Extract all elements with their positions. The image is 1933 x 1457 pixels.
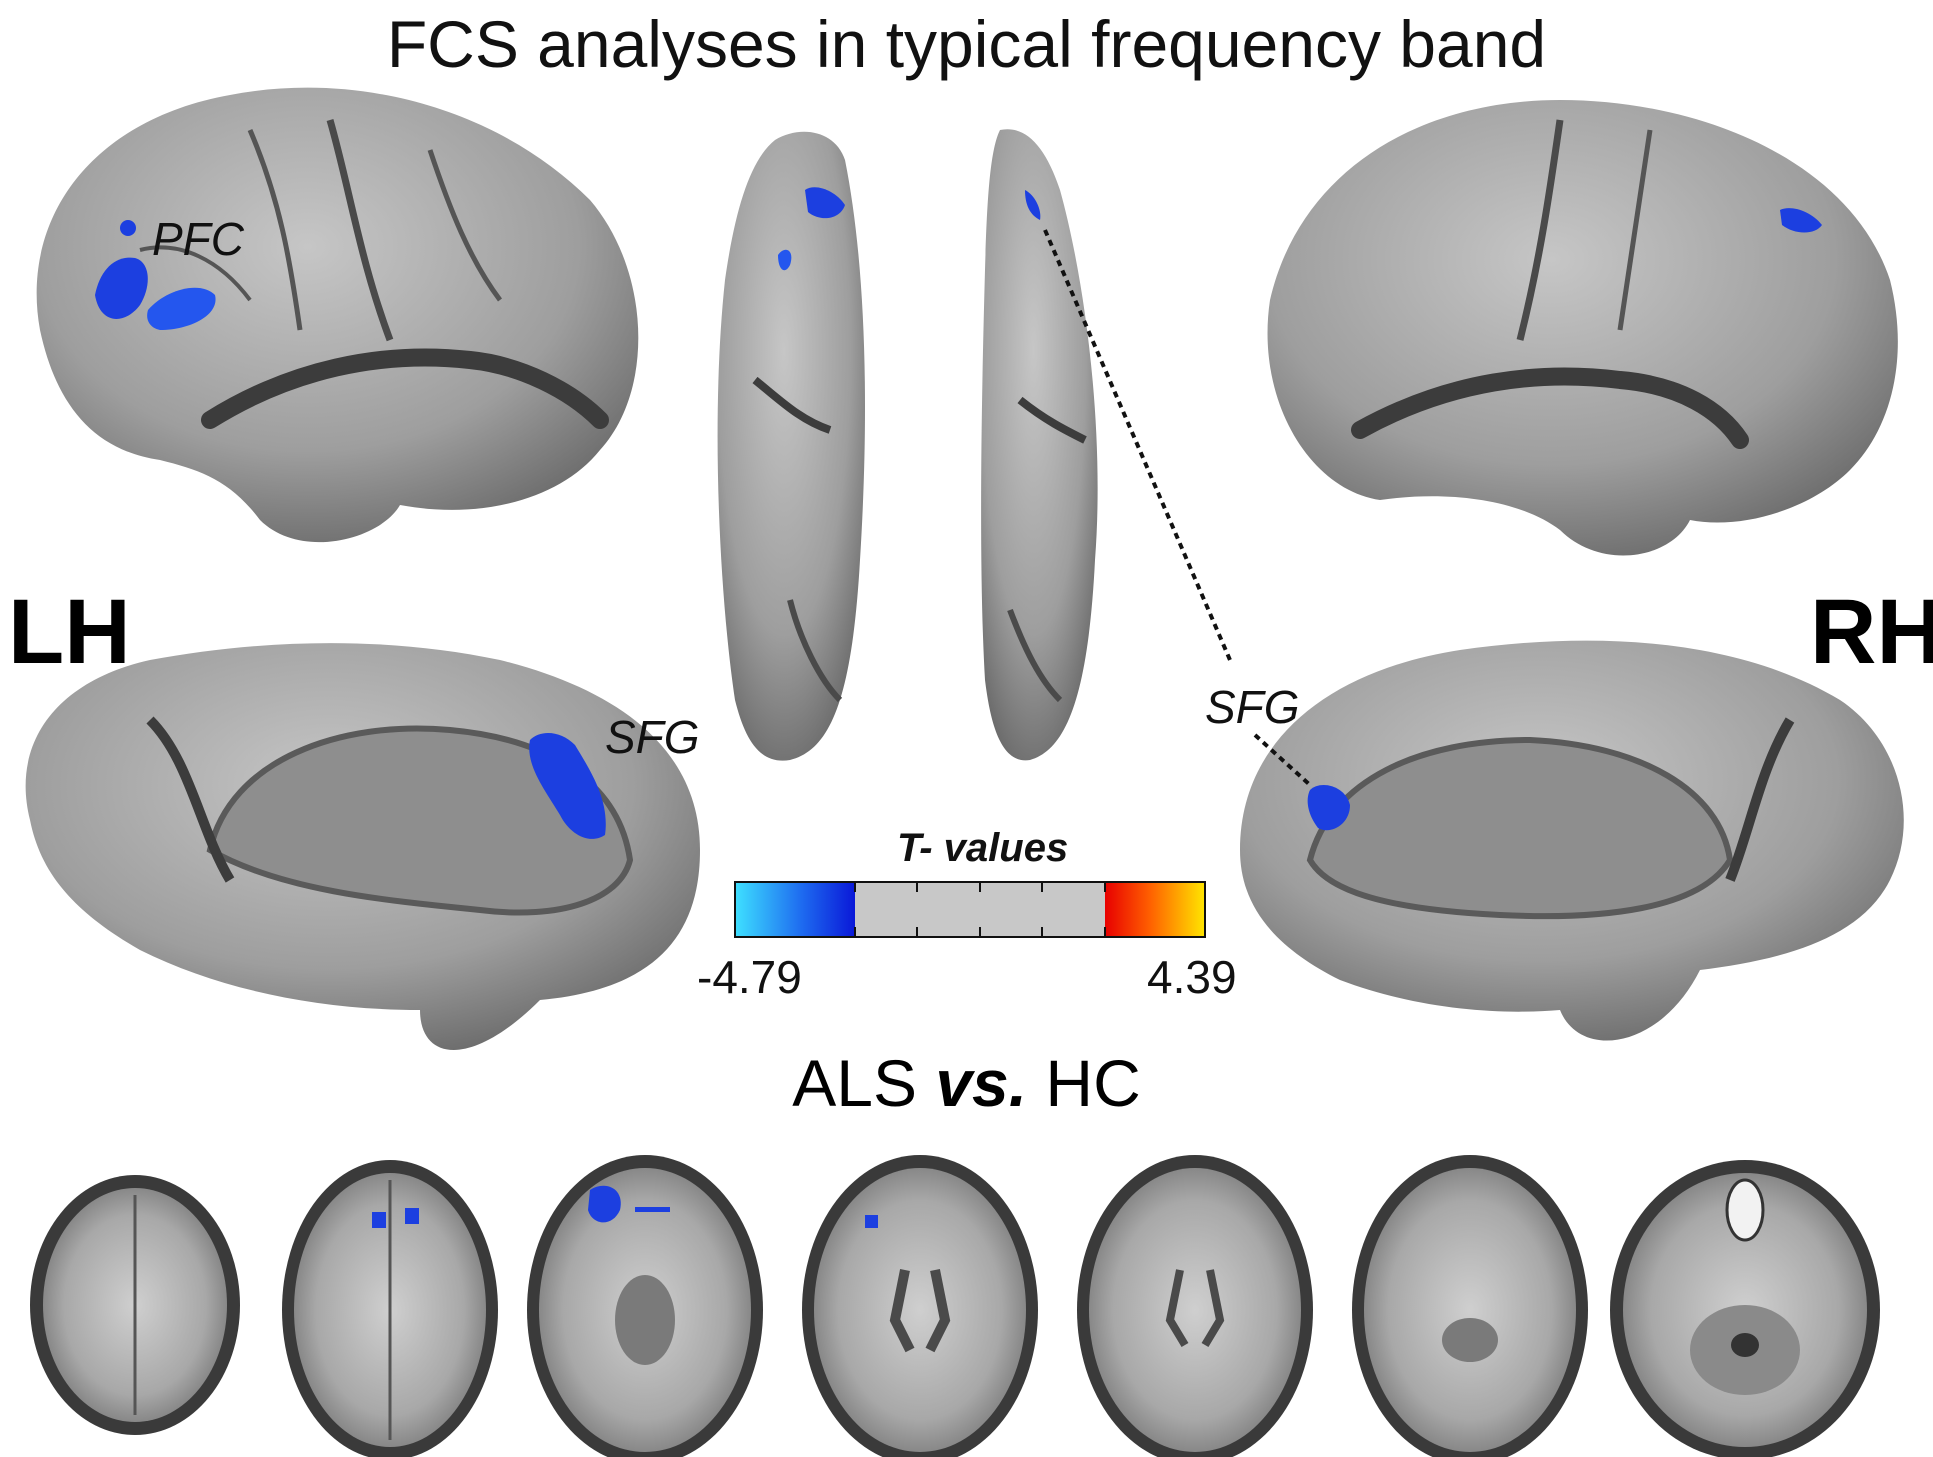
pfc-label: PFC	[152, 213, 244, 265]
sfg-left-activation	[529, 733, 606, 839]
axial-slices	[30, 1155, 1880, 1457]
left-lateral-hemisphere	[36, 87, 639, 543]
figure-title: FCS analyses in typical frequency band	[386, 7, 1547, 81]
axial-slice-5	[1077, 1155, 1313, 1457]
axial-slice-7	[1610, 1160, 1880, 1457]
right-lateral-activation	[1780, 208, 1822, 233]
dorsal-view	[717, 129, 1098, 761]
contrast-group-a: ALS	[792, 1046, 917, 1120]
contrast-vs: vs.	[935, 1046, 1028, 1120]
colorbar-max-label: 4.39	[1147, 951, 1237, 1003]
contrast-label: ALS vs. HC	[0, 1045, 1933, 1121]
axial-slice-1	[30, 1175, 240, 1435]
left-medial-hemisphere	[25, 643, 700, 1050]
sfg-left-label: SFG	[605, 711, 700, 763]
colorbar-min-label: -4.79	[697, 951, 802, 1003]
axial-slice-4	[802, 1155, 1038, 1457]
sfg-connector-line	[1043, 229, 1232, 661]
axial-slice-6	[1352, 1155, 1588, 1457]
contrast-group-b: HC	[1045, 1046, 1141, 1120]
colorbar	[734, 881, 1206, 938]
colorbar-title: T- values	[897, 826, 1069, 870]
right-medial-hemisphere	[1240, 640, 1904, 1041]
right-hemisphere-label: RH	[1810, 581, 1933, 683]
left-hemisphere-label: LH	[8, 581, 131, 683]
right-lateral-hemisphere	[1267, 100, 1898, 556]
pfc-activation	[95, 220, 216, 330]
sfg-right-activation	[1307, 785, 1350, 831]
axial-slice-3	[527, 1155, 763, 1457]
sfg-label-connector	[1253, 733, 1312, 787]
sfg-right-label: SFG	[1205, 681, 1300, 733]
axial-slice-2	[282, 1160, 498, 1457]
